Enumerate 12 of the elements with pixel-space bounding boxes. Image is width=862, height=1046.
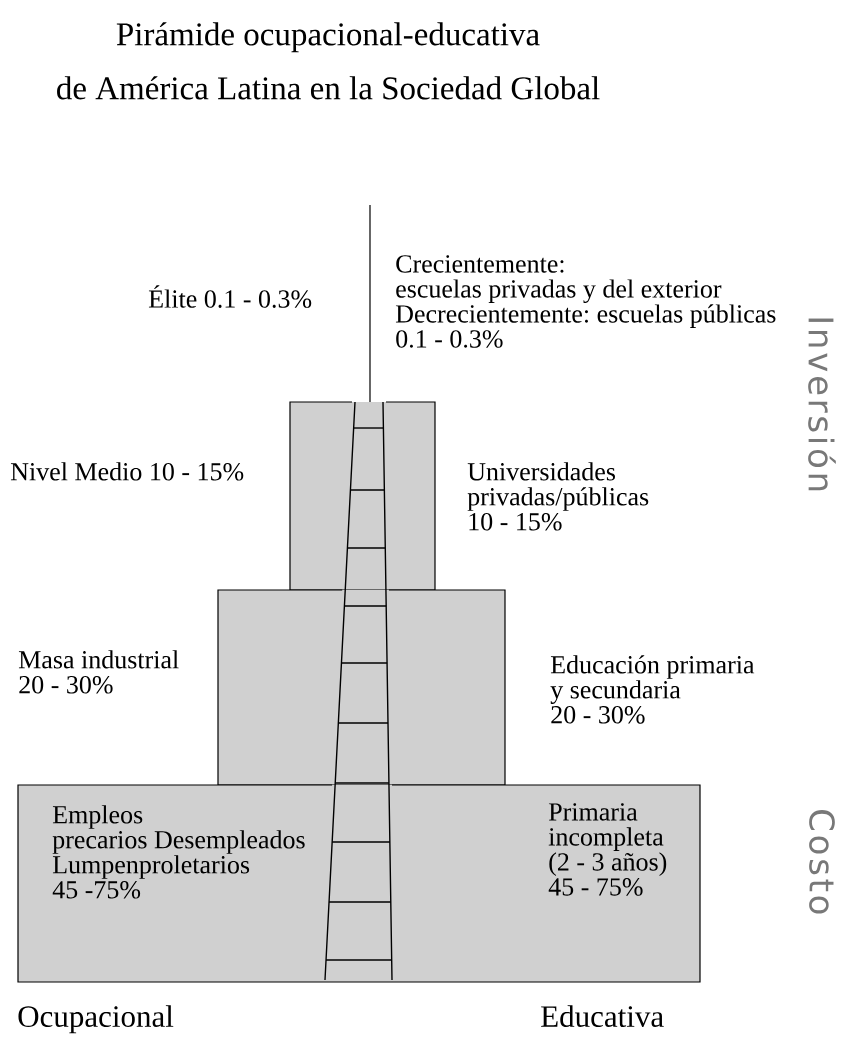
level-label: Crecientemente: escuelas privadas y del exterior Decrecientemente: escuelas públicas 0.1 - 0.3% [395, 255, 776, 348]
tier-label: Educación primaria y secundaria 20 - 30% [550, 655, 755, 724]
vertical-label: Inversión [808, 318, 836, 491]
tier-box [289, 401, 436, 591]
tier-label: Universidades privadas/públicas 10 - 15% [467, 462, 649, 531]
title: Pirámide ocupacional-educativa de América Latina en la Sociedad Global [57, 22, 600, 100]
vertical-label: Costo [809, 810, 835, 914]
tier-text: Primaria incompleta (2 - 3 años) 45 - 75% [548, 803, 667, 896]
tier-label: Nivel Medio 10 - 15% [10, 462, 244, 481]
tier-label: Masa industrial 20 - 30% [18, 650, 179, 694]
level-label: Élite 0.1 - 0.3% [148, 285, 312, 308]
tier-text: Empleos precarios Desempleados Lumpenproletarios 45 -75% [52, 805, 305, 899]
